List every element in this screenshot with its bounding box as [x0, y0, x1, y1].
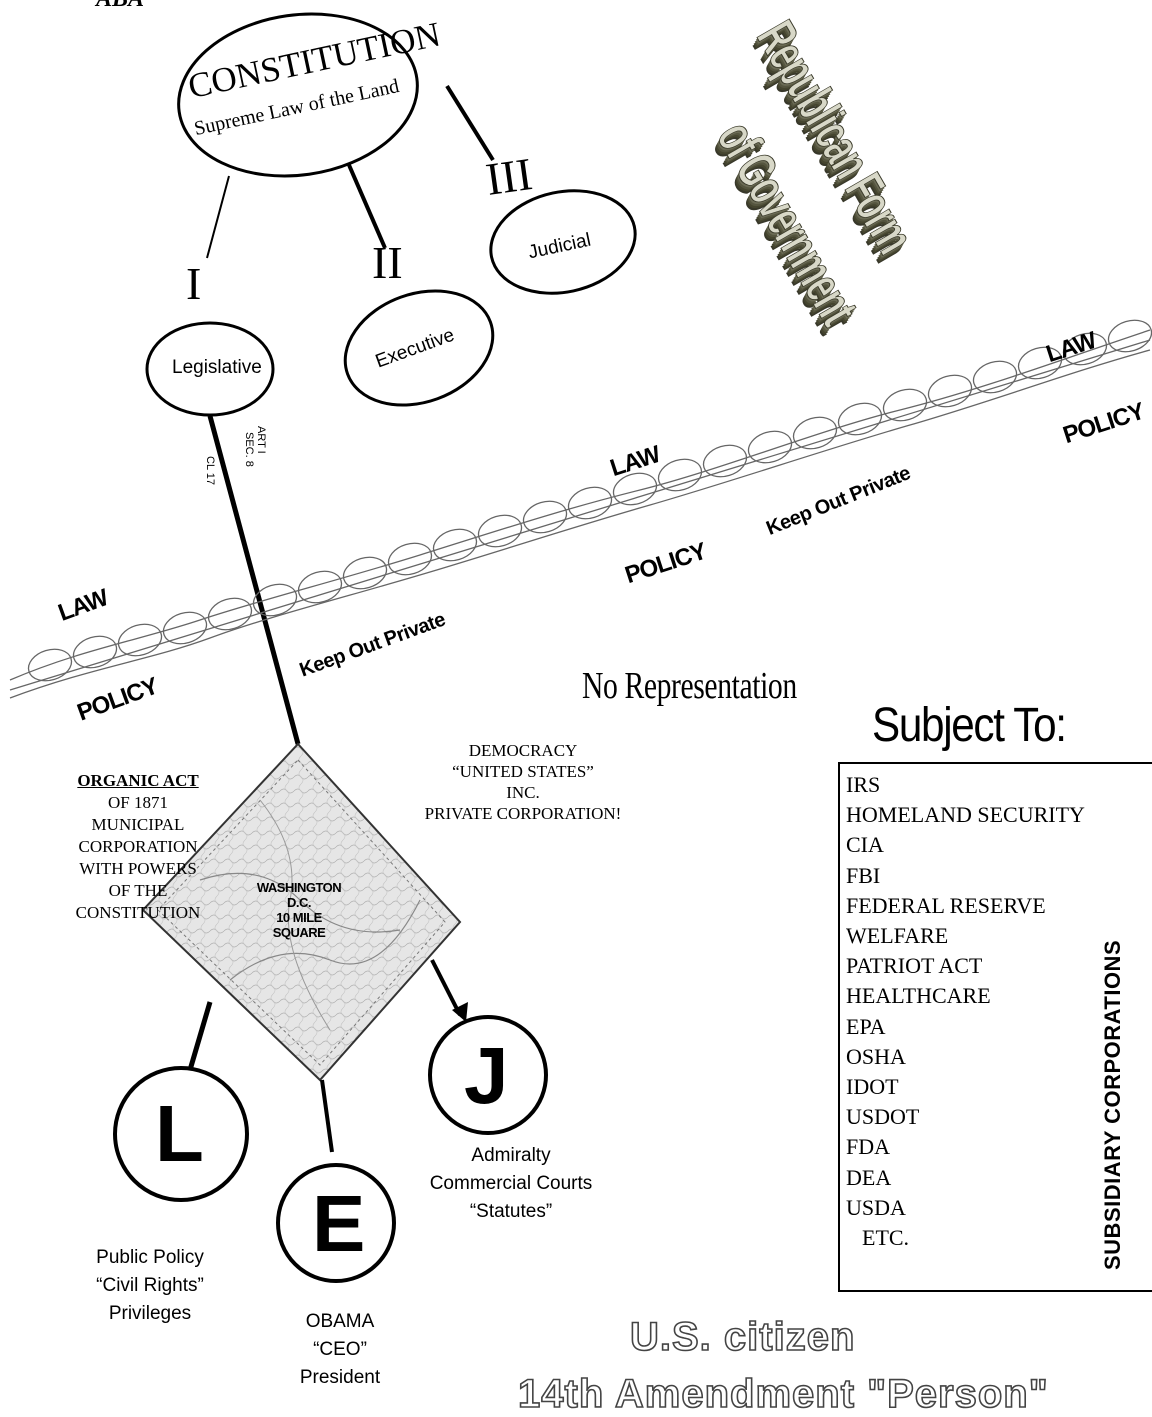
amendment-person-label: 14th Amendment "Person": [517, 1371, 1049, 1417]
organic-act-block: ORGANIC ACT OF 1871 MUNICIPAL CORPORATIO…: [58, 770, 218, 924]
agency-item: HEALTHCARE: [846, 983, 991, 1009]
organic-act-line: CORPORATION: [78, 837, 198, 856]
dc-map-label: WASHINGTON D.C. 10 MILE SQUARE: [244, 880, 354, 940]
chain-link: [9, 319, 1152, 699]
agency-item: FEDERAL RESERVE: [846, 892, 1046, 918]
agency-item: HOMELAND SECURITY: [846, 802, 1085, 828]
democracy-line: “UNITED STATES”: [452, 762, 594, 781]
j-caption-line: Commercial Courts: [429, 1173, 593, 1194]
organic-act-line: MUNICIPAL: [91, 815, 185, 834]
numeral-iii: III: [482, 148, 536, 205]
agency-item: WELFARE: [846, 923, 949, 949]
agency-item: PATRIOT ACT: [846, 953, 983, 979]
j-caption-line: Admiralty: [471, 1145, 551, 1166]
agency-item: FDA: [846, 1134, 891, 1160]
dc-map-line: SQUARE: [272, 925, 326, 940]
judicial-node: [489, 189, 637, 295]
numeral-i: I: [186, 258, 202, 309]
agency-item: ETC.: [862, 1225, 910, 1251]
l-caption-line: Public Policy: [96, 1247, 204, 1268]
organic-act-heading: ORGANIC ACT: [77, 771, 199, 790]
dc-map-diamond: [141, 742, 462, 1082]
e-letter: E: [312, 1179, 366, 1268]
numeral-ii: II: [372, 237, 403, 288]
agency-item: OSHA: [846, 1043, 906, 1069]
subject-to-heading: Subject To:: [872, 699, 1067, 752]
constitution-node: [177, 12, 419, 178]
agency-item: IDOT: [846, 1074, 899, 1100]
e-caption: OBAMA “CEO” President: [270, 1308, 410, 1392]
agency-list: IRS HOMELAND SECURITY CIA FBI FEDERAL RE…: [846, 770, 1085, 1253]
e-caption-line: OBAMA: [305, 1311, 375, 1332]
legislative-node: [145, 321, 275, 417]
arrowhead-j: [452, 1002, 468, 1022]
l-node: [113, 1066, 249, 1202]
l-caption-line: “Civil Rights”: [96, 1275, 204, 1296]
agency-item: DEA: [846, 1164, 892, 1190]
connector-dc-j: [430, 959, 462, 1016]
connector-constitution-judicial: [445, 84, 495, 162]
connector-constitution-executive: [347, 164, 387, 249]
j-letter: J: [464, 1031, 509, 1120]
agency-item: FBI: [846, 862, 881, 888]
dc-map-line: 10 MILE: [276, 910, 322, 925]
l-caption-line: Privileges: [108, 1303, 192, 1324]
l-caption: Public Policy “Civil Rights” Privileges: [70, 1244, 230, 1328]
agency-item: USDA: [846, 1194, 906, 1220]
no-representation-label: No Representation: [582, 665, 797, 707]
e-node: [276, 1163, 396, 1283]
j-node: [428, 1015, 548, 1135]
democracy-block: DEMOCRACY “UNITED STATES” INC. PRIVATE C…: [388, 740, 658, 824]
executive-node: [343, 289, 495, 407]
j-caption-line: “Statutes”: [469, 1201, 553, 1222]
organic-act-line: OF THE: [108, 881, 168, 900]
l-letter: L: [155, 1089, 204, 1178]
subsidiary-corporations-label: SUBSIDIARY CORPORATIONS: [1100, 939, 1125, 1270]
organic-act-line: CONSTITUTION: [75, 903, 201, 922]
e-caption-line: “CEO”: [313, 1339, 367, 1360]
democracy-line: PRIVATE CORPORATION!: [424, 804, 622, 823]
agency-item: EPA: [846, 1013, 886, 1039]
legislative-label: Legislative: [172, 357, 262, 378]
article-ref-line3: CL 17: [204, 456, 216, 485]
top-cut-text: ABA: [96, 0, 144, 13]
article-ref-line2: SEC. 8: [243, 432, 255, 467]
article-ref-line1: ART I: [255, 426, 267, 454]
agency-list-box: IRS HOMELAND SECURITY CIA FBI FEDERAL RE…: [838, 762, 1152, 1292]
agency-item: IRS: [846, 772, 881, 797]
dc-map-line: WASHINGTON: [256, 880, 342, 895]
democracy-line: DEMOCRACY: [468, 741, 578, 760]
connector-dc-e: [320, 1079, 334, 1153]
connector-dc-l: [187, 1001, 213, 1071]
organic-act-line: WITH POWERS: [79, 859, 197, 878]
j-caption: Admiralty Commercial Courts “Statutes”: [404, 1142, 618, 1226]
dc-map-line: D.C.: [287, 895, 312, 910]
e-caption-line: President: [299, 1367, 381, 1388]
connector-constitution-legislative: [206, 175, 230, 259]
democracy-line: INC.: [506, 783, 540, 802]
agency-item: USDOT: [846, 1104, 920, 1130]
connector-legislative-dc: [207, 415, 301, 745]
agency-item: CIA: [846, 832, 884, 858]
organic-act-line: OF 1871: [108, 793, 168, 812]
citizen-label: U.S. citizen: [629, 1314, 856, 1360]
